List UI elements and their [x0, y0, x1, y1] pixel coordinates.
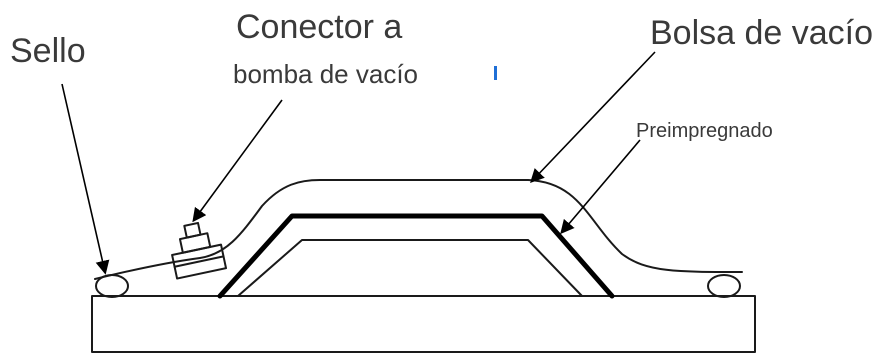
seal-right — [707, 274, 741, 298]
mold-base — [91, 295, 756, 353]
vacuum-bag-film — [94, 179, 743, 280]
arrow-bolsa — [530, 51, 656, 184]
arrow-preimpregnado — [560, 139, 641, 235]
label-preimpregnado: Preimpregnado — [636, 120, 773, 142]
cursor-mark — [494, 66, 497, 80]
label-conector-line2: bomba de vacío — [233, 59, 418, 89]
arrow-sello — [61, 83, 110, 275]
seal-left — [95, 274, 129, 298]
vacuum-connector-icon — [171, 221, 228, 280]
arrow-conector — [192, 99, 283, 223]
label-sello: Sello — [10, 32, 86, 70]
label-bolsa: Bolsa de vacío — [650, 14, 873, 52]
tool-form — [237, 239, 583, 297]
label-conector-line1: Conector a — [236, 8, 402, 46]
prepreg-layer — [217, 213, 615, 299]
